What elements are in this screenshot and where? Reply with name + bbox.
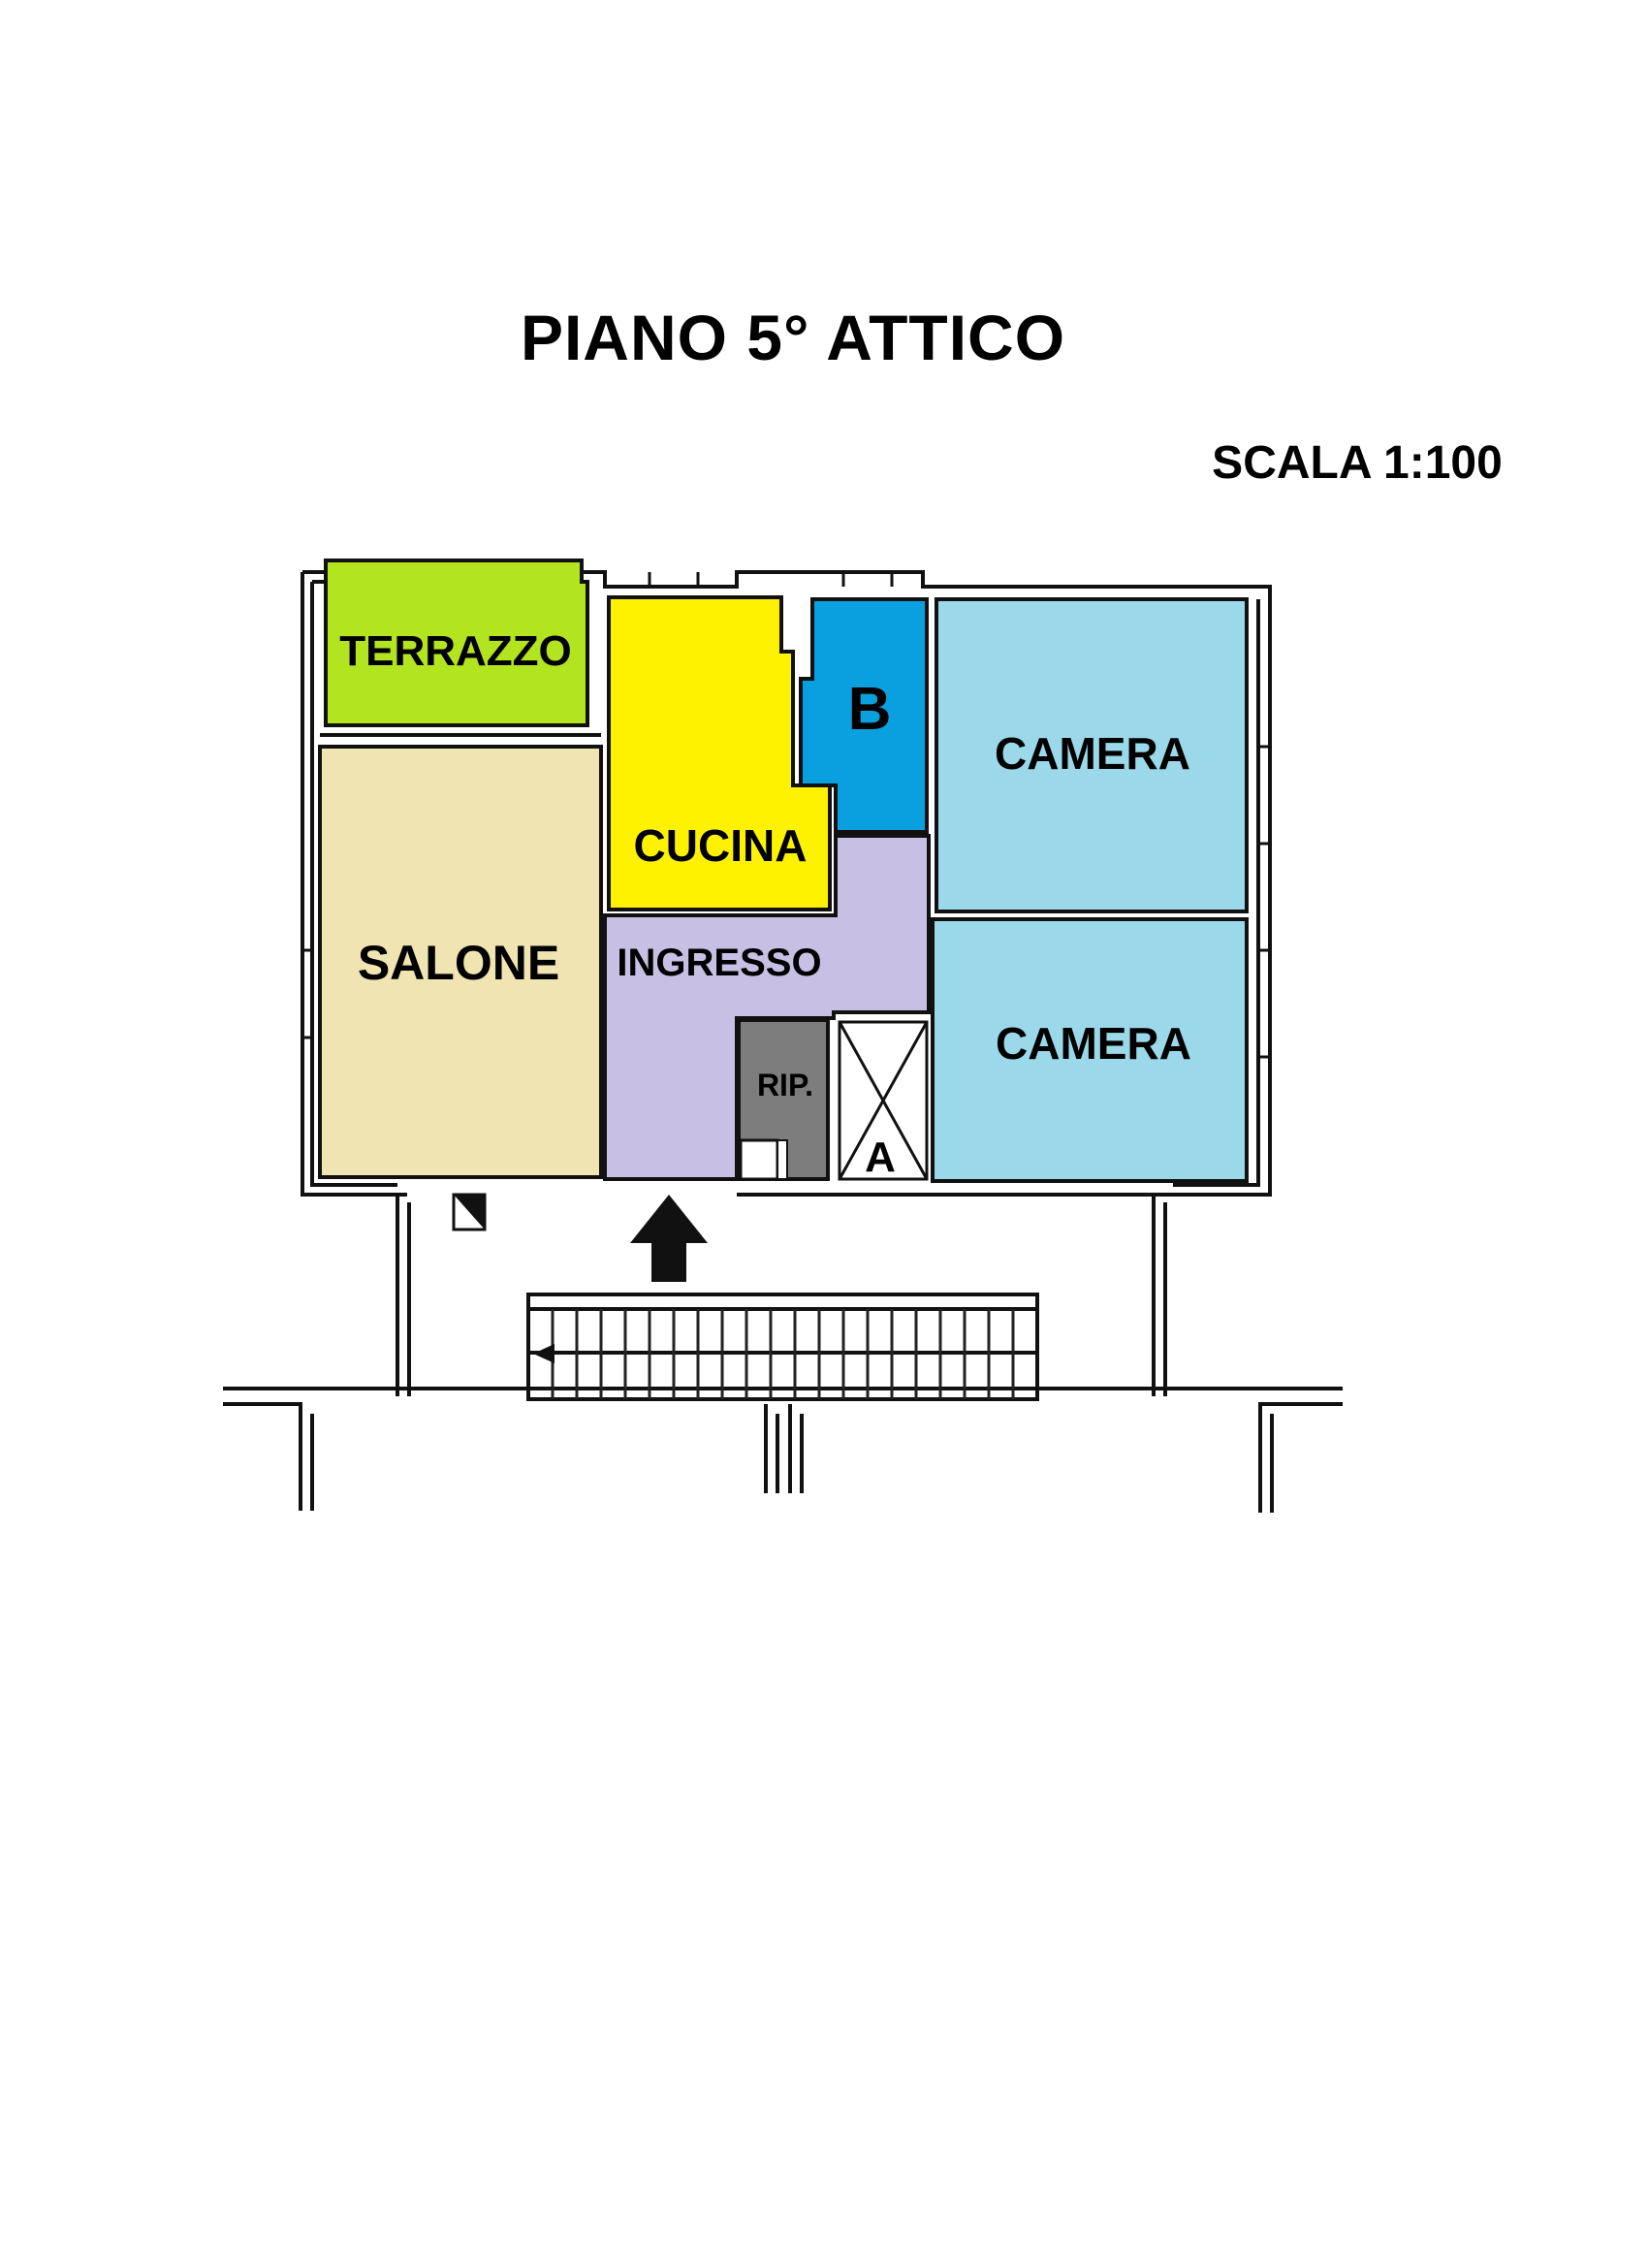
ripostiglio-niche-inner xyxy=(777,1140,787,1179)
stair-arrow xyxy=(533,1344,555,1363)
room-label-bagno: B xyxy=(848,676,892,743)
room-label-terrazzo: TERRAZZO xyxy=(339,627,572,675)
room-label-ripostiglio: RIP. xyxy=(757,1068,813,1102)
entrance-arrow-icon xyxy=(630,1195,708,1282)
ripostiglio-niche xyxy=(741,1140,777,1179)
room-label-ascensore: A xyxy=(865,1134,896,1181)
room-label-camera-bottom: CAMERA xyxy=(996,1018,1191,1069)
corner-hatch xyxy=(454,1195,485,1230)
room-label-salone: SALONE xyxy=(358,936,559,990)
room-label-ingresso: INGRESSO xyxy=(617,942,821,984)
room-label-cucina: CUCINA xyxy=(634,820,808,871)
room-label-camera-top: CAMERA xyxy=(995,728,1190,779)
